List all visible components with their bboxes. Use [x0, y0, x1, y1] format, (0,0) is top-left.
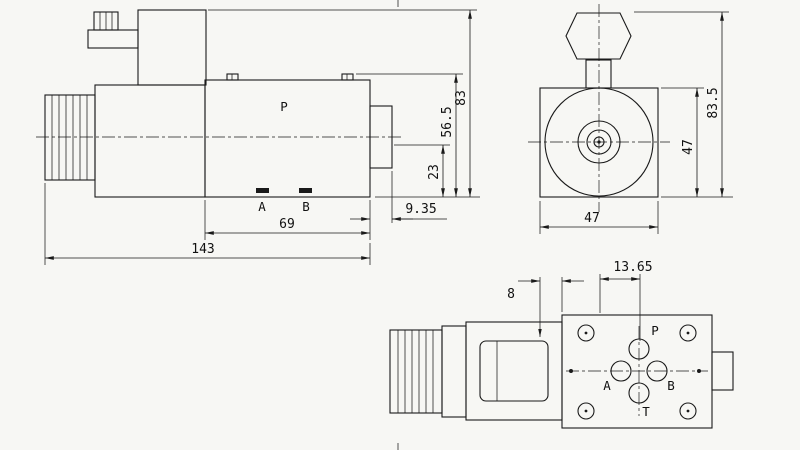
cable-gland-body: [87, 29, 139, 49]
solenoid-knurled-nut: [44, 94, 96, 181]
dim-height-47-label: 47: [681, 139, 696, 155]
mounting-plate-top: [561, 314, 713, 429]
centerline-dot-left: [569, 369, 573, 373]
bore-circle-mid: [577, 120, 621, 164]
knurled-nut-top-ribs: [397, 330, 434, 413]
dim-height-23-label: 23: [427, 164, 442, 180]
stem-front: [585, 59, 612, 89]
side-view: P A B 69 9.35 143 23 56.5 83: [36, 9, 480, 265]
port-label-p-top: P: [651, 323, 659, 338]
knurled-nut-ribs: [51, 95, 88, 180]
dim-total-length-label: 143: [191, 242, 214, 257]
coil-inner-outline: [479, 340, 549, 402]
port-label-t-top: T: [642, 404, 650, 419]
port-label-a-top: A: [603, 378, 611, 393]
hex-nut-front: [565, 12, 632, 60]
end-cap-side: [369, 105, 393, 169]
bolt-holes: [577, 324, 697, 420]
dim-height-83-5-label: 83.5: [706, 87, 721, 118]
dim-offset-13-65-label: 13.65: [613, 260, 652, 275]
centerline-dot-right: [697, 369, 701, 373]
dim-height-56-5-label: 56.5: [440, 106, 455, 137]
top-view: P A B T 13.65 8: [389, 260, 734, 429]
dim-cap-length-label: 9.35: [405, 202, 436, 217]
port-a-hole: [610, 360, 632, 382]
solenoid-coil-body: [94, 84, 206, 198]
port-t-hole: [628, 382, 650, 404]
port-b-hole: [646, 360, 668, 382]
end-cap-top: [711, 351, 734, 391]
port-a-mark: [256, 188, 269, 193]
din-connector-box: [137, 9, 207, 86]
cable-gland-ribs: [99, 12, 113, 30]
port-label-b-side: B: [302, 199, 310, 214]
port-p-hole: [628, 338, 650, 360]
port-label-b-top: B: [667, 378, 675, 393]
port-label-a-side: A: [258, 199, 266, 214]
port-b-mark: [299, 188, 312, 193]
bore-circle-inner: [586, 129, 612, 155]
center-point: [597, 140, 601, 144]
mounting-screw-right: [341, 73, 354, 81]
bore-circle-center: [593, 136, 605, 148]
mounting-screw-left: [226, 73, 239, 81]
dim-width-47-label: 47: [584, 211, 600, 226]
valve-body-side: [204, 79, 371, 198]
dim-body-length-label: 69: [279, 217, 295, 232]
port-label-p-side: P: [280, 99, 288, 114]
coil-collar-top: [441, 325, 467, 418]
dim-offset-8-label: 8: [507, 287, 515, 302]
front-view: 47 47 83.5: [528, 4, 733, 234]
dim-height-83-label: 83: [454, 90, 469, 106]
